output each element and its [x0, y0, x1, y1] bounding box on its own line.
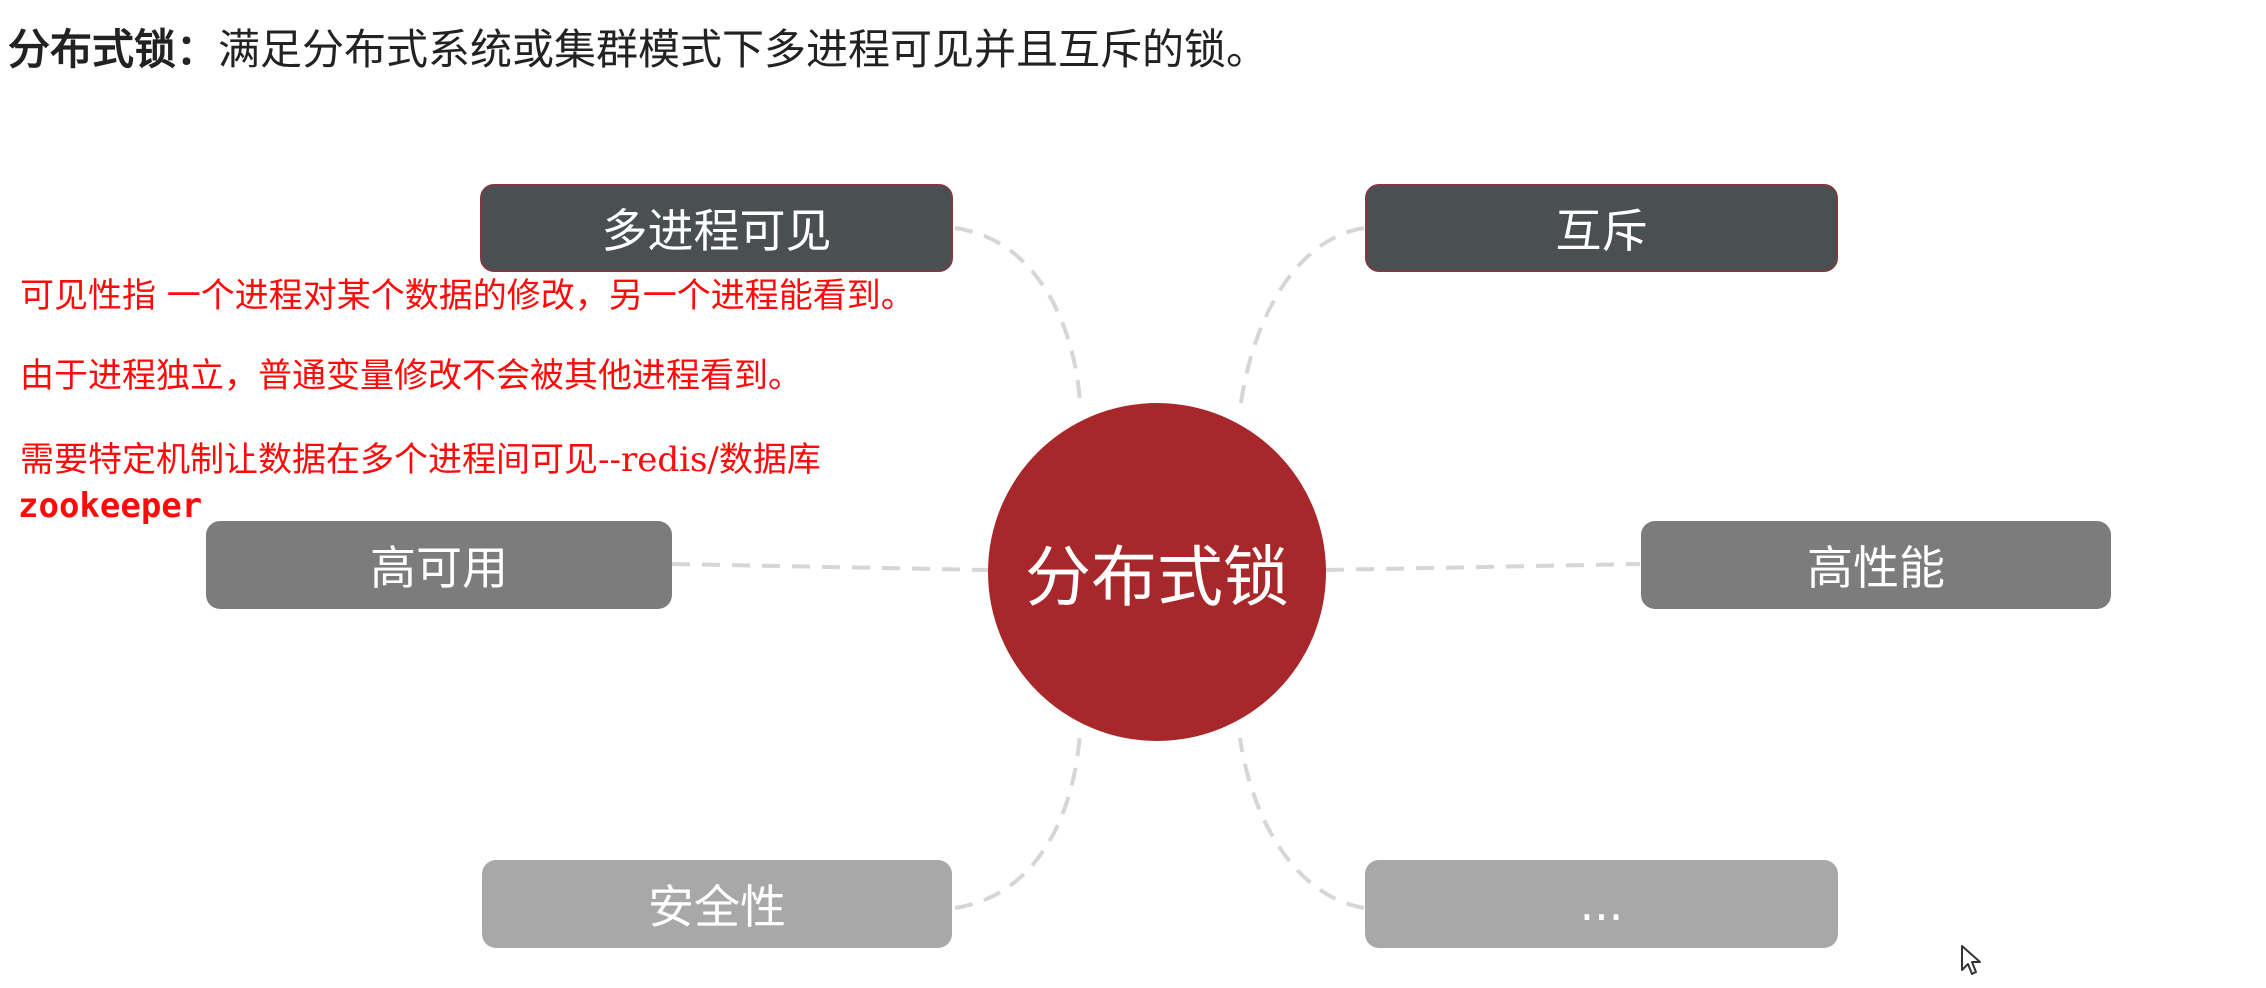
node-label: 高可用 [370, 541, 508, 595]
connector-security [954, 731, 1082, 910]
mouse-pointer-icon [1961, 945, 1981, 975]
connector-mutex [1238, 226, 1365, 411]
node-label: 高性能 [1807, 541, 1945, 595]
connector-visible [954, 226, 1082, 403]
node-mutex: 互斥 [1365, 184, 1838, 272]
node-more: ... [1365, 860, 1838, 948]
heading-definition: 满足分布式系统或集群模式下多进程可见并且互斥的锁。 [218, 25, 1269, 74]
node-label: 互斥 [1555, 204, 1648, 258]
center-label: 分布式锁 [1025, 539, 1289, 616]
annotation-line-1: 可见性指 一个进程对某个数据的修改，另一个进程能看到。 [20, 276, 915, 316]
node-label: 多进程可见 [601, 204, 832, 258]
heading-term: 分布式锁： [8, 25, 219, 74]
annotation-line-2: 由于进程独立，普通变量修改不会被其他进程看到。 [20, 356, 802, 396]
connector-more [1238, 737, 1365, 910]
connector-performance [1325, 562, 1641, 572]
page-heading: 分布式锁：满足分布式系统或集群模式下多进程可见并且互斥的锁。 [8, 18, 1268, 82]
center-node-distributed-lock: 分布式锁 [988, 403, 1326, 741]
connector-available [671, 562, 989, 572]
node-security: 安全性 [482, 860, 952, 948]
annotation-line-4: zookeeper [18, 486, 203, 526]
node-high-performance: 高性能 [1641, 521, 2111, 609]
node-label: 安全性 [648, 880, 786, 934]
annotation-line-3: 需要特定机制让数据在多个进程间可见--redis/数据库 [20, 440, 821, 480]
node-high-availability: 高可用 [206, 521, 672, 609]
node-multi-process-visible: 多进程可见 [480, 184, 953, 272]
node-label: ... [1579, 877, 1624, 931]
